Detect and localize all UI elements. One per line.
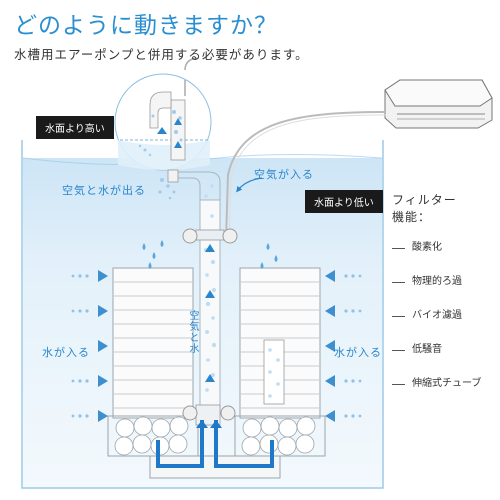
lift-tube [167,169,238,416]
right-inflow-arrows [325,270,335,422]
air-and-water-tube-label: 空気と水 [187,310,198,354]
right-ceramic-media [241,416,316,456]
air-water-out-label: 空気と水が出る [62,184,146,197]
air-in-pointer [236,177,263,193]
left-inflow-arrows [98,270,108,422]
water-low-label: 水面より低い [305,190,383,213]
air-in-label: 空気が入る [254,168,314,181]
right-sponge [239,267,321,419]
inflow-dots [71,274,362,418]
tank-outline [21,140,384,489]
feature-item: 酸素化 [392,242,492,276]
magnified-outlet-view [114,57,212,171]
air-tube [225,111,387,241]
features-heading-line2: 機能： [392,210,432,224]
flow-path [156,420,274,468]
filter-features-panel: フィルター 機能： 酸素化 物理的ろ過 バイオ濾過 低騒音 伸縮式チューブ [392,192,492,412]
features-heading-line1: フィルター [392,193,457,207]
feature-item: バイオ濾過 [392,310,492,344]
feature-item: 物理的ろ過 [392,276,492,310]
outlet-bubbles [158,178,176,200]
page-subtitle: 水槽用エアーポンプと併用する必要があります。 [14,47,309,62]
features-list: 酸素化 物理的ろ過 バイオ濾過 低騒音 伸縮式チューブ [392,242,492,412]
page-title: どのように動きますか？ [14,13,278,39]
left-ceramic-media [114,416,189,456]
water-high-label: 水面より高い [36,116,114,139]
feature-item: 低騒音 [392,344,492,378]
air-pump [384,79,493,129]
water-in-right-label: 水が入る [334,346,382,359]
feature-item: 伸縮式チューブ [392,378,492,412]
left-sponge [112,267,194,419]
water-in-left-label: 水が入る [42,346,90,359]
water-drops [142,240,278,269]
